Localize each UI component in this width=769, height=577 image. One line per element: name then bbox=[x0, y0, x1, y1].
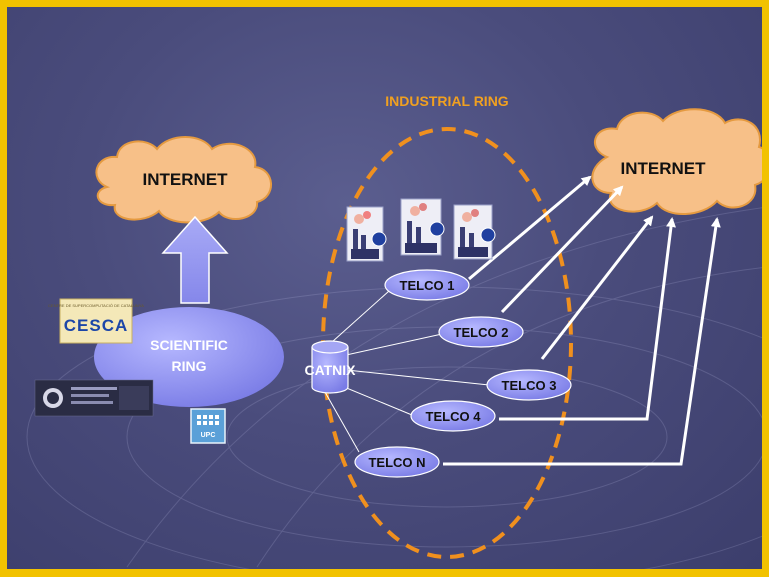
telco-label: TELCO 4 bbox=[426, 409, 482, 424]
telco-node: TELCO 3 bbox=[486, 369, 572, 401]
catnix-links bbox=[324, 290, 490, 453]
telco-label: TELCO 2 bbox=[454, 325, 509, 340]
cesca-logo-text: CESCA bbox=[64, 316, 129, 335]
supercomputing-center-logo bbox=[34, 379, 154, 417]
industrial-ring bbox=[321, 127, 573, 559]
industrial-ring-label: INDUSTRIAL RING bbox=[385, 93, 509, 109]
catnix-label: CATNIX bbox=[304, 362, 356, 378]
telco-node: TELCO 2 bbox=[438, 316, 524, 348]
internet-label-left: INTERNET bbox=[143, 170, 229, 189]
upc-logo: UPC bbox=[190, 408, 226, 444]
upc-logo-text: UPC bbox=[201, 432, 216, 439]
scientific-ring-label-line1: SCIENTIFIC bbox=[150, 337, 228, 353]
telco-label: TELCO 1 bbox=[400, 278, 455, 293]
factory-icon bbox=[400, 198, 445, 256]
cesca-caption: CENTRE DE SUPERCOMPUTACIÓ DE CATALUNYA bbox=[48, 303, 144, 308]
telco-node: TELCO 4 bbox=[410, 400, 496, 432]
internet-cloud-right: INTERNET bbox=[591, 108, 762, 216]
up-arrow-icon bbox=[161, 215, 229, 304]
factory-icon bbox=[453, 204, 496, 260]
internet-label-right: INTERNET bbox=[621, 159, 707, 178]
factory-icon bbox=[346, 206, 387, 262]
internet-cloud-left: INTERNET bbox=[95, 136, 272, 224]
telco-node: TELCO 1 bbox=[384, 269, 470, 301]
scientific-ring-label-line2: RING bbox=[172, 358, 207, 374]
telco-node: TELCO N bbox=[354, 446, 440, 478]
telco-label: TELCO 3 bbox=[502, 378, 557, 393]
network-diagram: INDUSTRIAL RING INTERNET INTERNET SCIENT… bbox=[26, 93, 762, 569]
database-cylinder-icon: CATNIX bbox=[304, 340, 356, 394]
slide: INDUSTRIAL RING INTERNET INTERNET SCIENT… bbox=[7, 7, 762, 569]
telco-label: TELCO N bbox=[368, 455, 425, 470]
cesca-logo: CENTRE DE SUPERCOMPUTACIÓ DE CATALUNYA C… bbox=[48, 298, 144, 344]
internet-uplinks bbox=[443, 175, 721, 466]
